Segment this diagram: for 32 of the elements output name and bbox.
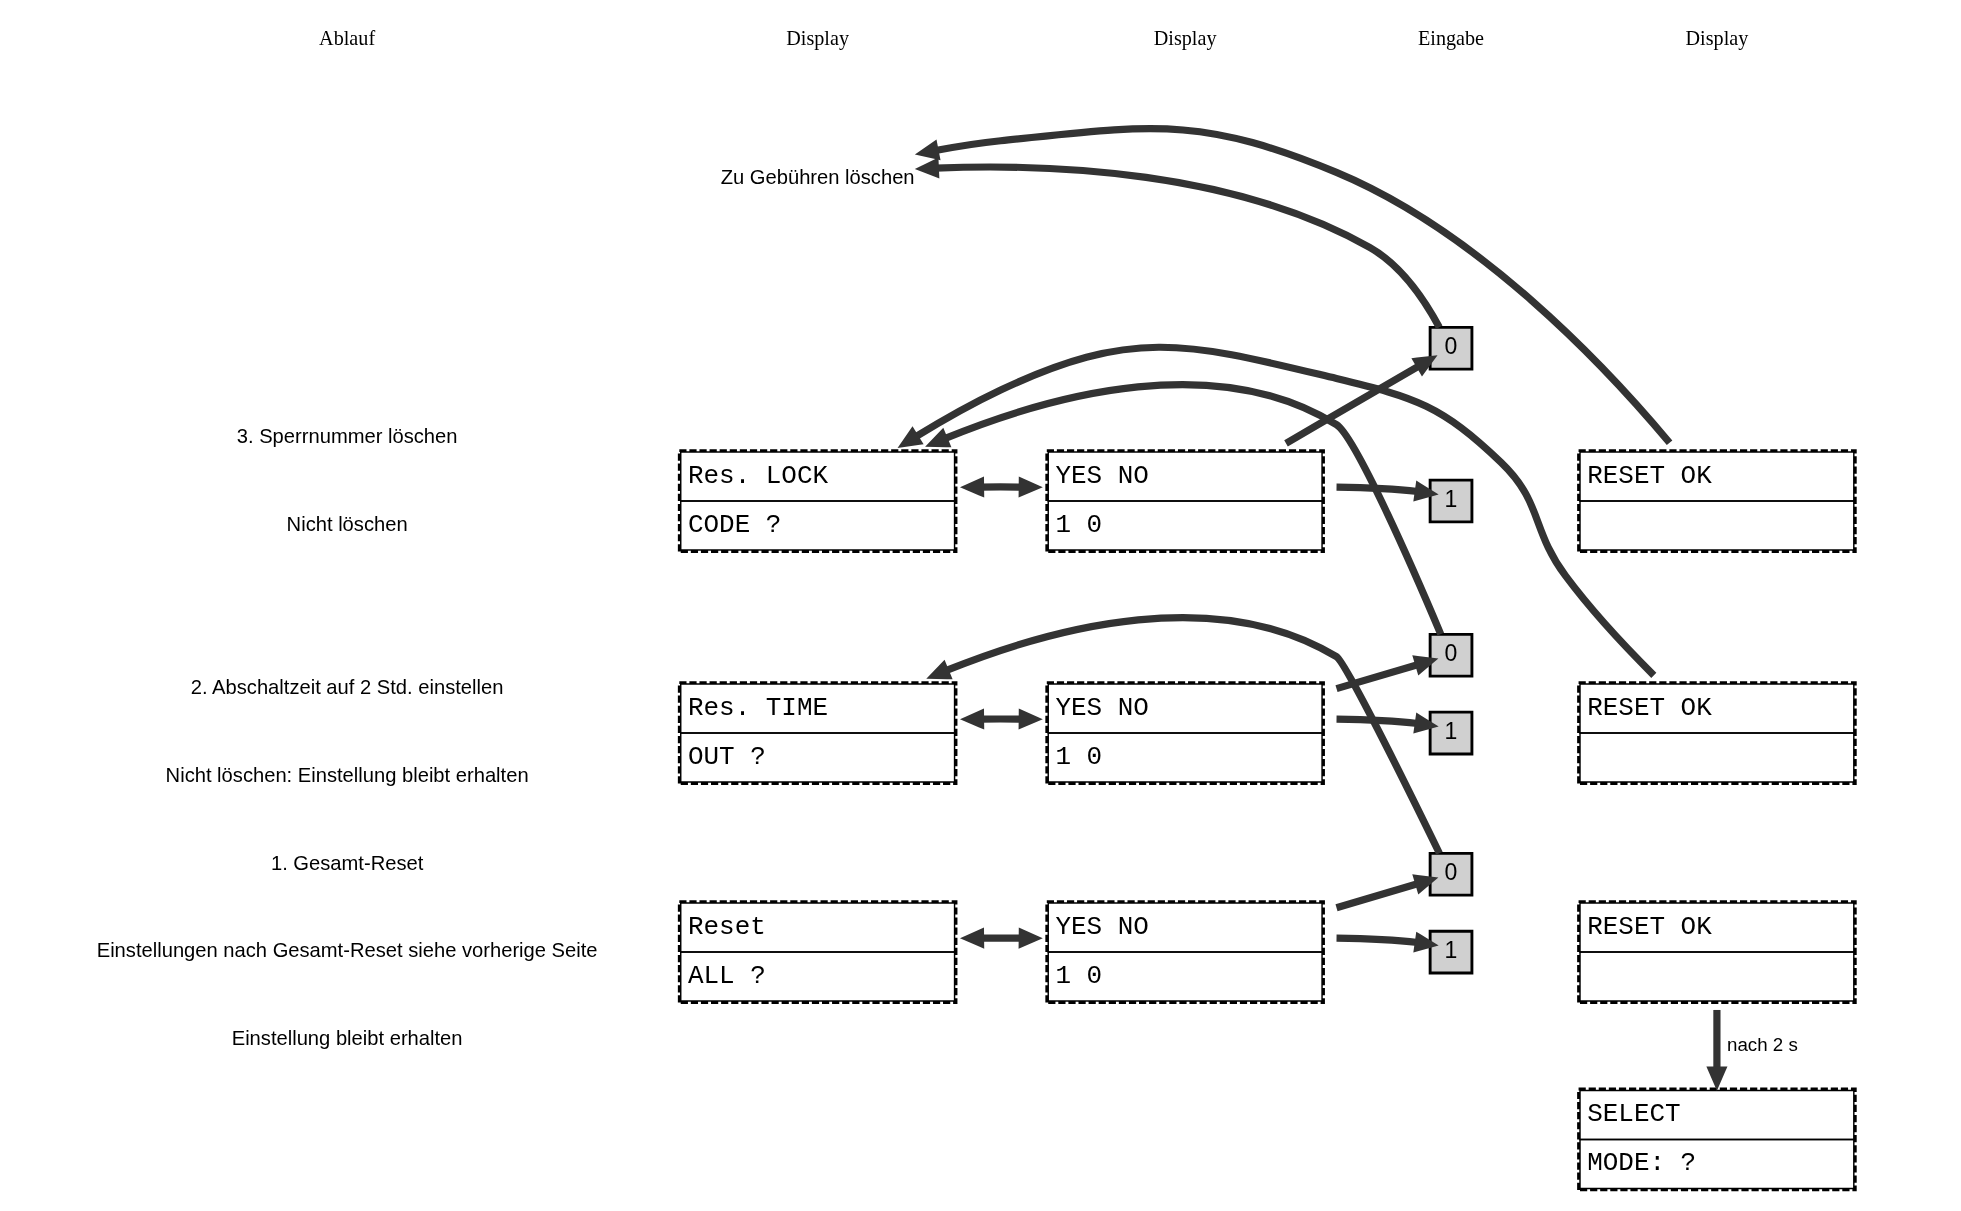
label: Eingabe — [1418, 27, 1485, 50]
label: Display — [786, 27, 849, 50]
label: Nicht löschen — [286, 512, 408, 535]
edge-label: nach 2 s — [1727, 1033, 1798, 1055]
arrow — [959, 708, 1043, 730]
arrow — [1706, 1009, 1728, 1091]
arrow — [925, 381, 1445, 636]
node-box: 0 — [1428, 632, 1474, 678]
arrow — [914, 125, 1673, 446]
label: Nicht löschen: Einstellung bleibt erhalten — [165, 763, 529, 786]
arrow — [1335, 655, 1439, 693]
arrow — [914, 157, 1443, 329]
arrow — [926, 614, 1443, 855]
label: Display — [1153, 27, 1217, 50]
arrow — [897, 343, 1657, 678]
label: Einstellungen nach Gesamt-Reset siehe vorherige Seite — [96, 939, 598, 962]
label: 3. Sperrnummer löschen — [236, 424, 458, 447]
label: 1. Gesamt-Reset — [270, 851, 424, 874]
label: Einstellung bleibt erhalten — [231, 1027, 463, 1050]
node-text: Zu Gebühren löschen — [720, 165, 915, 188]
arrow — [959, 476, 1043, 498]
node-box: 1 — [1428, 478, 1474, 524]
label: 2. Abschaltzeit auf 2 Std. einstellen — [190, 675, 504, 698]
node-box: 0 — [1428, 851, 1474, 897]
arrow — [1284, 355, 1438, 447]
label: Ablauf — [319, 27, 376, 50]
node-box: 1 — [1428, 710, 1474, 756]
node-box: 0 — [1428, 325, 1474, 371]
arrow — [1335, 874, 1439, 912]
node-box: 1 — [1428, 929, 1474, 975]
arrow — [959, 927, 1043, 949]
label: Display — [1685, 27, 1749, 50]
